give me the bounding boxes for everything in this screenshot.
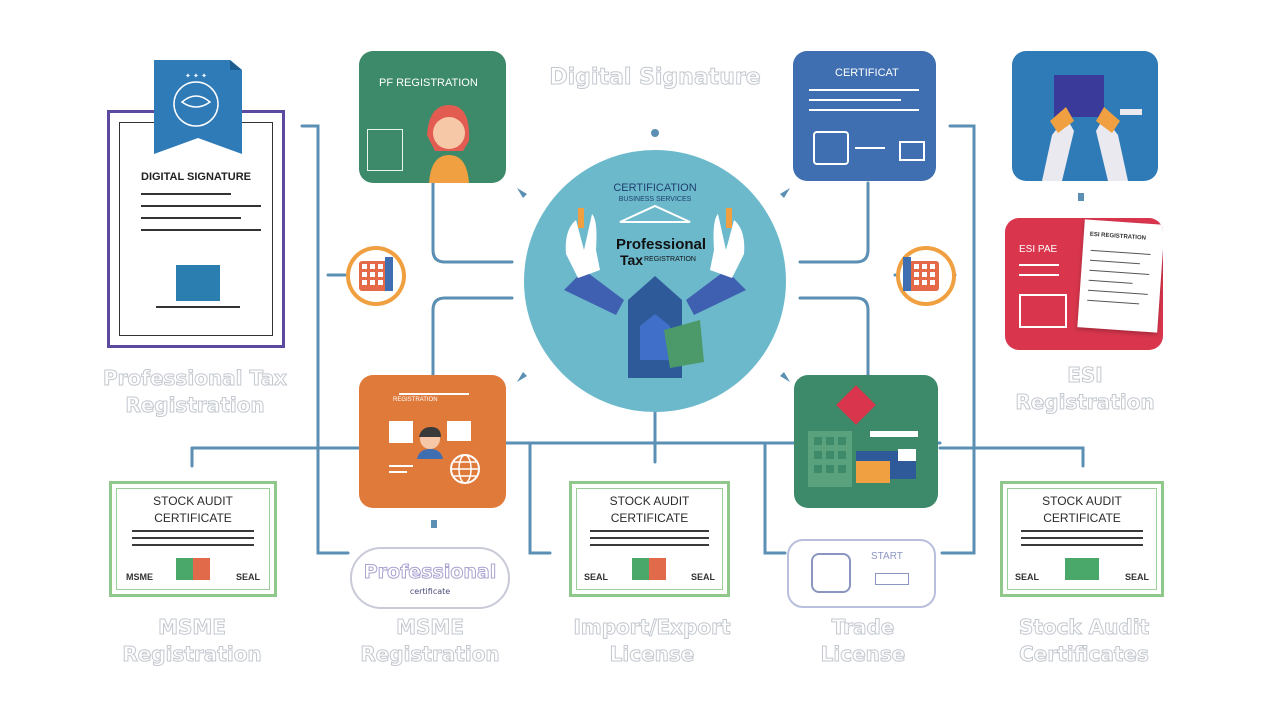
- person-icon: [415, 427, 445, 459]
- certificate-card-stock-audit: STOCK AUDIT CERTIFICATE SEAL SEAL: [1000, 481, 1164, 597]
- connector-right-trunk: [940, 124, 976, 555]
- hub-heading: CERTIFICATION: [613, 182, 697, 194]
- connector-pf: [431, 181, 514, 264]
- badge-icon: [811, 553, 851, 593]
- document-stamp: [176, 265, 220, 301]
- connector-cert: [798, 181, 870, 264]
- globe-icon: [449, 453, 481, 485]
- seal-icon: [1065, 558, 1099, 580]
- certificate-card-import-export: STOCK AUDIT CERTIFICATE SEAL SEAL: [569, 481, 730, 597]
- document-frame: DIGITAL SIGNATURE: [107, 110, 285, 348]
- certificate-label: CERTIFICAT: [835, 67, 899, 79]
- pf-registration-tile: PF REGISTRATION: [359, 51, 506, 183]
- grid-icon: [895, 245, 957, 307]
- connector-orange: [431, 296, 514, 377]
- svg-text:✦ ✦ ✦: ✦ ✦ ✦: [185, 72, 207, 80]
- connector-green2: [798, 296, 870, 377]
- connector-left-trunk: [300, 124, 350, 555]
- seal-icon: [632, 558, 666, 580]
- label-professional-tax: Professional Tax Registration: [103, 366, 288, 418]
- badge-icon: [813, 131, 849, 165]
- person-icon: [419, 101, 479, 183]
- esi-tile: ESI PAE ESI REGISTRATION: [1005, 218, 1163, 350]
- seal-icon: [176, 558, 210, 580]
- esi-document: ESI REGISTRATION: [1077, 219, 1163, 333]
- esi-tile-label: ESI PAE: [1019, 244, 1058, 255]
- central-hub: CERTIFICATION BUSINESS SERVICES Professi…: [524, 150, 786, 412]
- grid-icon: [345, 245, 407, 307]
- label-esi: ESI Registration: [1015, 363, 1155, 415]
- building-tile: [794, 375, 938, 508]
- building-icon: [564, 204, 746, 378]
- certificate-tile: CERTIFICAT: [793, 51, 936, 181]
- label-import-export: Import/Export License: [573, 615, 731, 667]
- building-icon: [808, 385, 918, 487]
- orange-tile: REGISTRATION: [359, 375, 506, 508]
- diagram-title: Digital Signature: [549, 65, 761, 91]
- seal-icon: ✦ ✦ ✦: [150, 52, 246, 154]
- label-msme-2: MSME Registration: [360, 615, 500, 667]
- label-trade: Trade License: [820, 615, 906, 667]
- certificate-card-msme: STOCK AUDIT CERTIFICATE MSME SEAL: [109, 481, 277, 597]
- label-msme-1: MSME Registration: [122, 615, 262, 667]
- label-stock-audit: Stock Audit Certificates: [1018, 615, 1150, 667]
- start-pill: START: [787, 539, 936, 608]
- hands-tile: [1012, 51, 1158, 181]
- hands-icon: [1042, 75, 1142, 181]
- document-header: DIGITAL SIGNATURE: [141, 171, 251, 183]
- professional-pill: Professional certificate: [350, 547, 510, 609]
- pf-registration-label: PF REGISTRATION: [379, 77, 478, 89]
- hub-label: Professional: [616, 236, 707, 253]
